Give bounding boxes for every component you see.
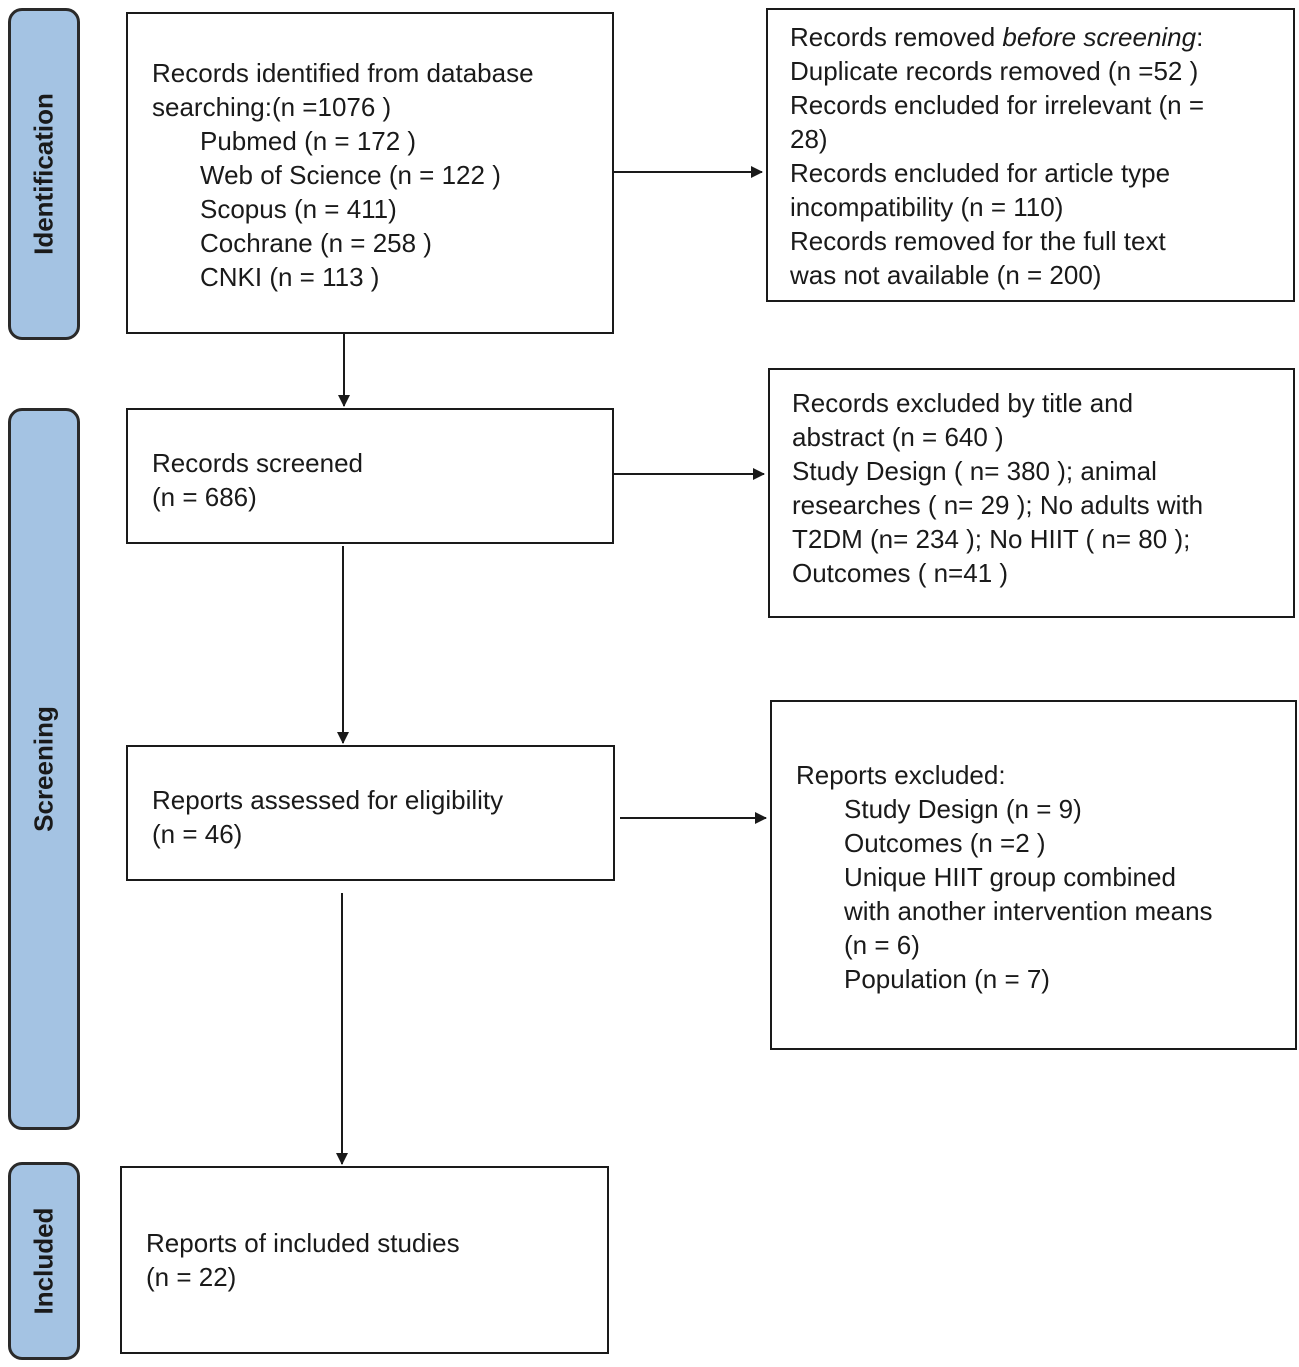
phase-included: Included [8, 1162, 80, 1360]
removed-line-article-type: Records encluded for article type [790, 158, 1171, 188]
removed-line-article-type-count: incompatibility (n = 110) [790, 192, 1064, 222]
removed-line-full-text-count: was not available (n = 200) [790, 260, 1102, 290]
records-removed-heading: Records removed before screening: [790, 20, 1204, 54]
excluded-title-line-5: T2DM (n= 234 ); No HIIT ( n= 80 ); [792, 524, 1191, 554]
records-screened-label: Records screened [152, 448, 363, 478]
records-removed-heading-suffix: : [1196, 22, 1204, 52]
phase-screening: Screening [8, 408, 80, 1130]
records-removed-heading-em: before screening [1002, 22, 1197, 52]
included-studies-label: Reports of included studies [146, 1228, 460, 1258]
reports-excluded-unique-hiit-2: with another intervention means [844, 896, 1213, 926]
excluded-title-line-1: Records excluded by title and [792, 388, 1134, 418]
reports-excluded-unique-hiit-count: (n = 6) [844, 930, 920, 960]
excluded-title-line-4: researches ( n= 29 ); No adults with [792, 490, 1204, 520]
reports-excluded-box: Reports excluded: Study Design (n = 9) O… [770, 700, 1297, 1050]
records-removed-box: Records removed before screening: Duplic… [766, 8, 1295, 302]
source-scopus: Scopus (n = 411) [200, 194, 397, 224]
source-web-of-science: Web of Science (n = 122 ) [200, 160, 501, 190]
records-removed-heading-prefix: Records removed [790, 22, 1003, 52]
reports-excluded-heading: Reports excluded: [796, 760, 1006, 790]
source-cochrane: Cochrane (n = 258 ) [200, 228, 432, 258]
removed-line-duplicates: Duplicate records removed (n =52 ) [790, 56, 1199, 86]
source-pubmed: Pubmed (n = 172 ) [200, 126, 417, 156]
reports-excluded-population: Population (n = 7) [844, 964, 1050, 994]
reports-assessed-count: (n = 46) [152, 819, 243, 849]
records-identified-title-2: searching:(n =1076 ) [152, 92, 392, 122]
excluded-title-line-2: abstract (n = 640 ) [792, 422, 1004, 452]
excluded-title-line-3: Study Design ( n= 380 ); animal [792, 456, 1157, 486]
excluded-title-line-6: Outcomes ( n=41 ) [792, 558, 1009, 588]
reports-assessed-label: Reports assessed for eligibility [152, 785, 504, 815]
source-cnki: CNKI (n = 113 ) [200, 262, 380, 292]
phase-identification: Identification [8, 8, 80, 340]
reports-excluded-outcomes: Outcomes (n =2 ) [844, 828, 1046, 858]
records-screened-count: (n = 686) [152, 482, 257, 512]
records-identified-box: Records identified from database searchi… [126, 12, 614, 334]
reports-excluded-study-design: Study Design (n = 9) [844, 794, 1082, 824]
included-studies-box: Reports of included studies (n = 22) [120, 1166, 609, 1354]
records-screened-box: Records screened (n = 686) [126, 408, 614, 544]
records-identified-title-1: Records identified from database [152, 58, 534, 88]
removed-line-irrelevant-count: 28) [790, 124, 828, 154]
removed-line-full-text: Records removed for the full text [790, 226, 1166, 256]
records-excluded-title-box: Records excluded by title and abstract (… [768, 368, 1295, 618]
included-studies-count: (n = 22) [146, 1262, 237, 1292]
reports-excluded-unique-hiit-1: Unique HIIT group combined [844, 862, 1176, 892]
removed-line-irrelevant: Records encluded for irrelevant (n = [790, 90, 1205, 120]
reports-assessed-box: Reports assessed for eligibility (n = 46… [126, 745, 615, 881]
